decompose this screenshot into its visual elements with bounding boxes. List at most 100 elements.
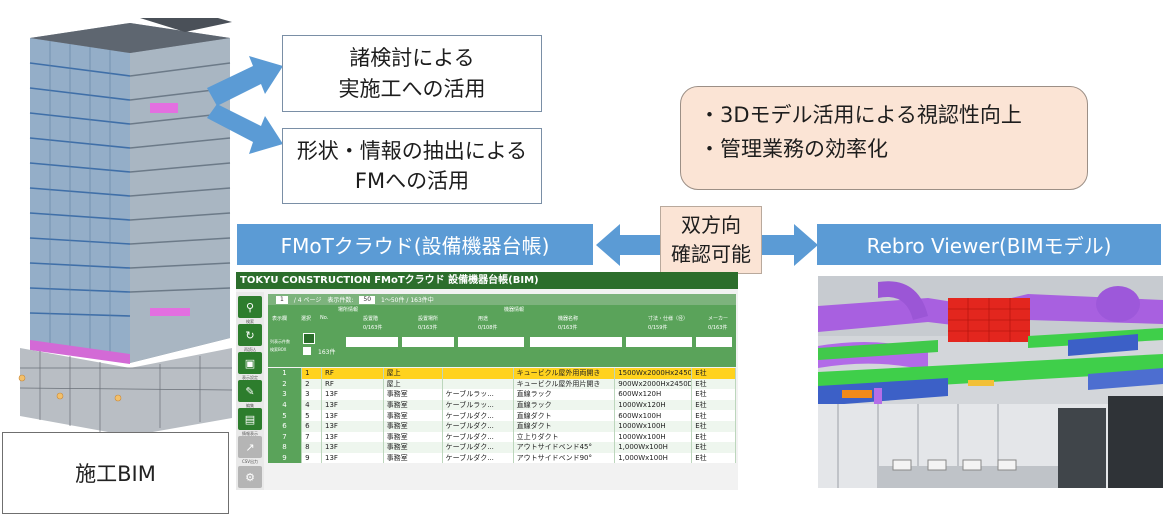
table-cell-maker: E社 — [691, 399, 736, 411]
fm-search-icon[interactable]: ⚲ — [238, 296, 262, 318]
arrow-to-callouts-icon — [207, 56, 283, 154]
table-cell-no: 5 — [301, 410, 322, 421]
table-cell-maker: E社 — [691, 389, 736, 400]
table-cell-size: 1000Wx120H — [614, 399, 693, 411]
fm-side-caption-export: CSV出力 — [241, 459, 259, 464]
table-cell-name: キュービクル屋外用片開き — [513, 378, 616, 390]
table-cell-name: キュービクル屋外用両開き — [513, 368, 616, 379]
fm-count-place: 0/163件 — [418, 325, 438, 331]
table-cell-size: 1000Wx100H — [614, 420, 693, 432]
table-cell-idx: 4 — [268, 399, 303, 411]
table-cell-name: アウトサイドベンド45° — [513, 442, 616, 453]
table-cell-use: ケーブルラッ... — [442, 389, 514, 400]
fm-col-size: 寸法・仕様（径） — [648, 316, 689, 322]
fm-page-of: / 4 ページ — [293, 297, 322, 304]
table-cell-use: ケーブルダク... — [442, 452, 514, 464]
table-cell-size: 1,000Wx100H — [614, 442, 693, 453]
table-cell-place: 事務室 — [383, 431, 443, 443]
table-cell-size: 600Wx100H — [614, 410, 693, 421]
table-cell-maker: E社 — [691, 431, 736, 443]
table-cell-place: 屋上 — [383, 368, 443, 379]
table-cell-no: 1 — [301, 368, 322, 379]
fm-table-header: 場所情報 機器情報 表示欄 選択 No. 設置階 設置場所 用途 機器名称 寸法… — [268, 305, 736, 367]
fm-side-caption-edit: 編集 — [246, 403, 254, 408]
table-cell-idx: 7 — [268, 431, 303, 443]
fm-count-floor: 0/163件 — [363, 325, 383, 331]
table-cell-use: ケーブルダク... — [442, 420, 514, 432]
table-cell-name: 立上りダクト — [513, 431, 616, 443]
table-cell-maker: E社 — [691, 410, 736, 421]
callout-fm-usage: 形状・情報の抽出による FMへの活用 — [282, 128, 542, 204]
fm-per-page-label: 表示件数: — [327, 297, 354, 304]
fm-count-maker: 0/163件 — [708, 325, 728, 331]
fm-filter-input-size[interactable] — [626, 337, 692, 347]
table-cell-idx: 1 — [268, 368, 303, 379]
table-cell-size: 1500Wx2000Hx2450D — [614, 368, 693, 379]
fm-export-icon[interactable]: ↗ — [238, 436, 262, 458]
fm-page-input[interactable]: 1 — [276, 295, 288, 304]
fm-edit-icon[interactable]: ✎ — [238, 380, 262, 402]
table-cell-place: 事務室 — [383, 420, 443, 432]
fm-settings-icon[interactable]: ⚙ — [238, 466, 262, 488]
table-cell-name: 直線ラック — [513, 399, 616, 411]
table-cell-floor: 13F — [321, 431, 384, 443]
table-cell-place: 屋上 — [383, 378, 443, 390]
table-cell-idx: 8 — [268, 442, 303, 453]
fm-col-display: 表示欄 — [272, 316, 288, 322]
table-cell-no: 6 — [301, 420, 322, 432]
table-cell-name: 直線ダクト — [513, 410, 616, 421]
fm-pagination-toolbar: 1 / 4 ページ 表示件数: 50 1～50件 / 163件中 — [268, 294, 736, 305]
table-cell-floor: 13F — [321, 389, 384, 400]
table-cell-maker: E社 — [691, 378, 736, 390]
table-cell-idx: 5 — [268, 410, 303, 421]
fmot-cloud-label: FMoTクラウド(設備機器台帳) — [237, 224, 593, 265]
fm-header-group-place: 場所情報 — [338, 307, 359, 313]
fm-per-page-select[interactable]: 50 — [359, 295, 376, 304]
benefit-item-efficiency: ・管理業務の効率化 — [699, 136, 888, 161]
fm-title-bar: TOKYU CONSTRUCTION FMoTクラウド 設備機器台帳(BIM) — [236, 272, 738, 289]
table-cell-use: ケーブルダク... — [442, 431, 514, 443]
table-cell-maker: E社 — [691, 420, 736, 432]
fm-col-maker: メーカー — [708, 316, 729, 322]
fm-reload-icon[interactable]: ↻ — [238, 324, 262, 346]
fm-col-use: 用途 — [478, 316, 489, 322]
fm-filter-input-place[interactable] — [402, 337, 454, 347]
fm-edit-pen-icon[interactable] — [303, 333, 315, 344]
fm-filter-input-use[interactable] — [458, 337, 524, 347]
table-cell-floor: 13F — [321, 442, 384, 453]
table-cell-size: 600Wx120H — [614, 389, 693, 400]
table-cell-use: ケーブルダク... — [442, 410, 514, 421]
fm-filter-input-maker[interactable] — [696, 337, 732, 347]
table-cell-use: ケーブルダク... — [442, 442, 514, 453]
fm-count-size: 0/159件 — [648, 325, 668, 331]
fm-total-count: 163件 — [318, 349, 336, 356]
table-cell-idx: 9 — [268, 452, 303, 464]
table-cell-idx: 6 — [268, 420, 303, 432]
fm-col-floor: 設置階 — [363, 316, 379, 322]
fm-count-name: 0/163件 — [558, 325, 578, 331]
fm-filter-input-name[interactable] — [530, 337, 622, 347]
fm-display-icon[interactable]: ▣ — [238, 352, 262, 374]
callout-construction-text: 諸検討による 実施工への活用 — [338, 46, 486, 101]
benefits-note: ・3Dモデル活用による視認性向上 ・管理業務の効率化 — [680, 86, 1088, 190]
fm-info-icon[interactable]: ▤ — [238, 408, 262, 430]
callout-construction-usage: 諸検討による 実施工への活用 — [282, 35, 542, 112]
table-cell-place: 事務室 — [383, 389, 443, 400]
table-cell-maker: E社 — [691, 442, 736, 453]
fm-range-text: 1～50件 / 163件中 — [381, 297, 434, 304]
table-cell-no: 3 — [301, 389, 322, 400]
table-cell-name: 直線ラック — [513, 389, 616, 400]
fm-filter-input-floor[interactable] — [346, 337, 398, 347]
table-cell-no: 9 — [301, 452, 322, 464]
fm-select-all-checkbox[interactable] — [303, 347, 311, 355]
table-cell-idx: 3 — [268, 389, 303, 400]
